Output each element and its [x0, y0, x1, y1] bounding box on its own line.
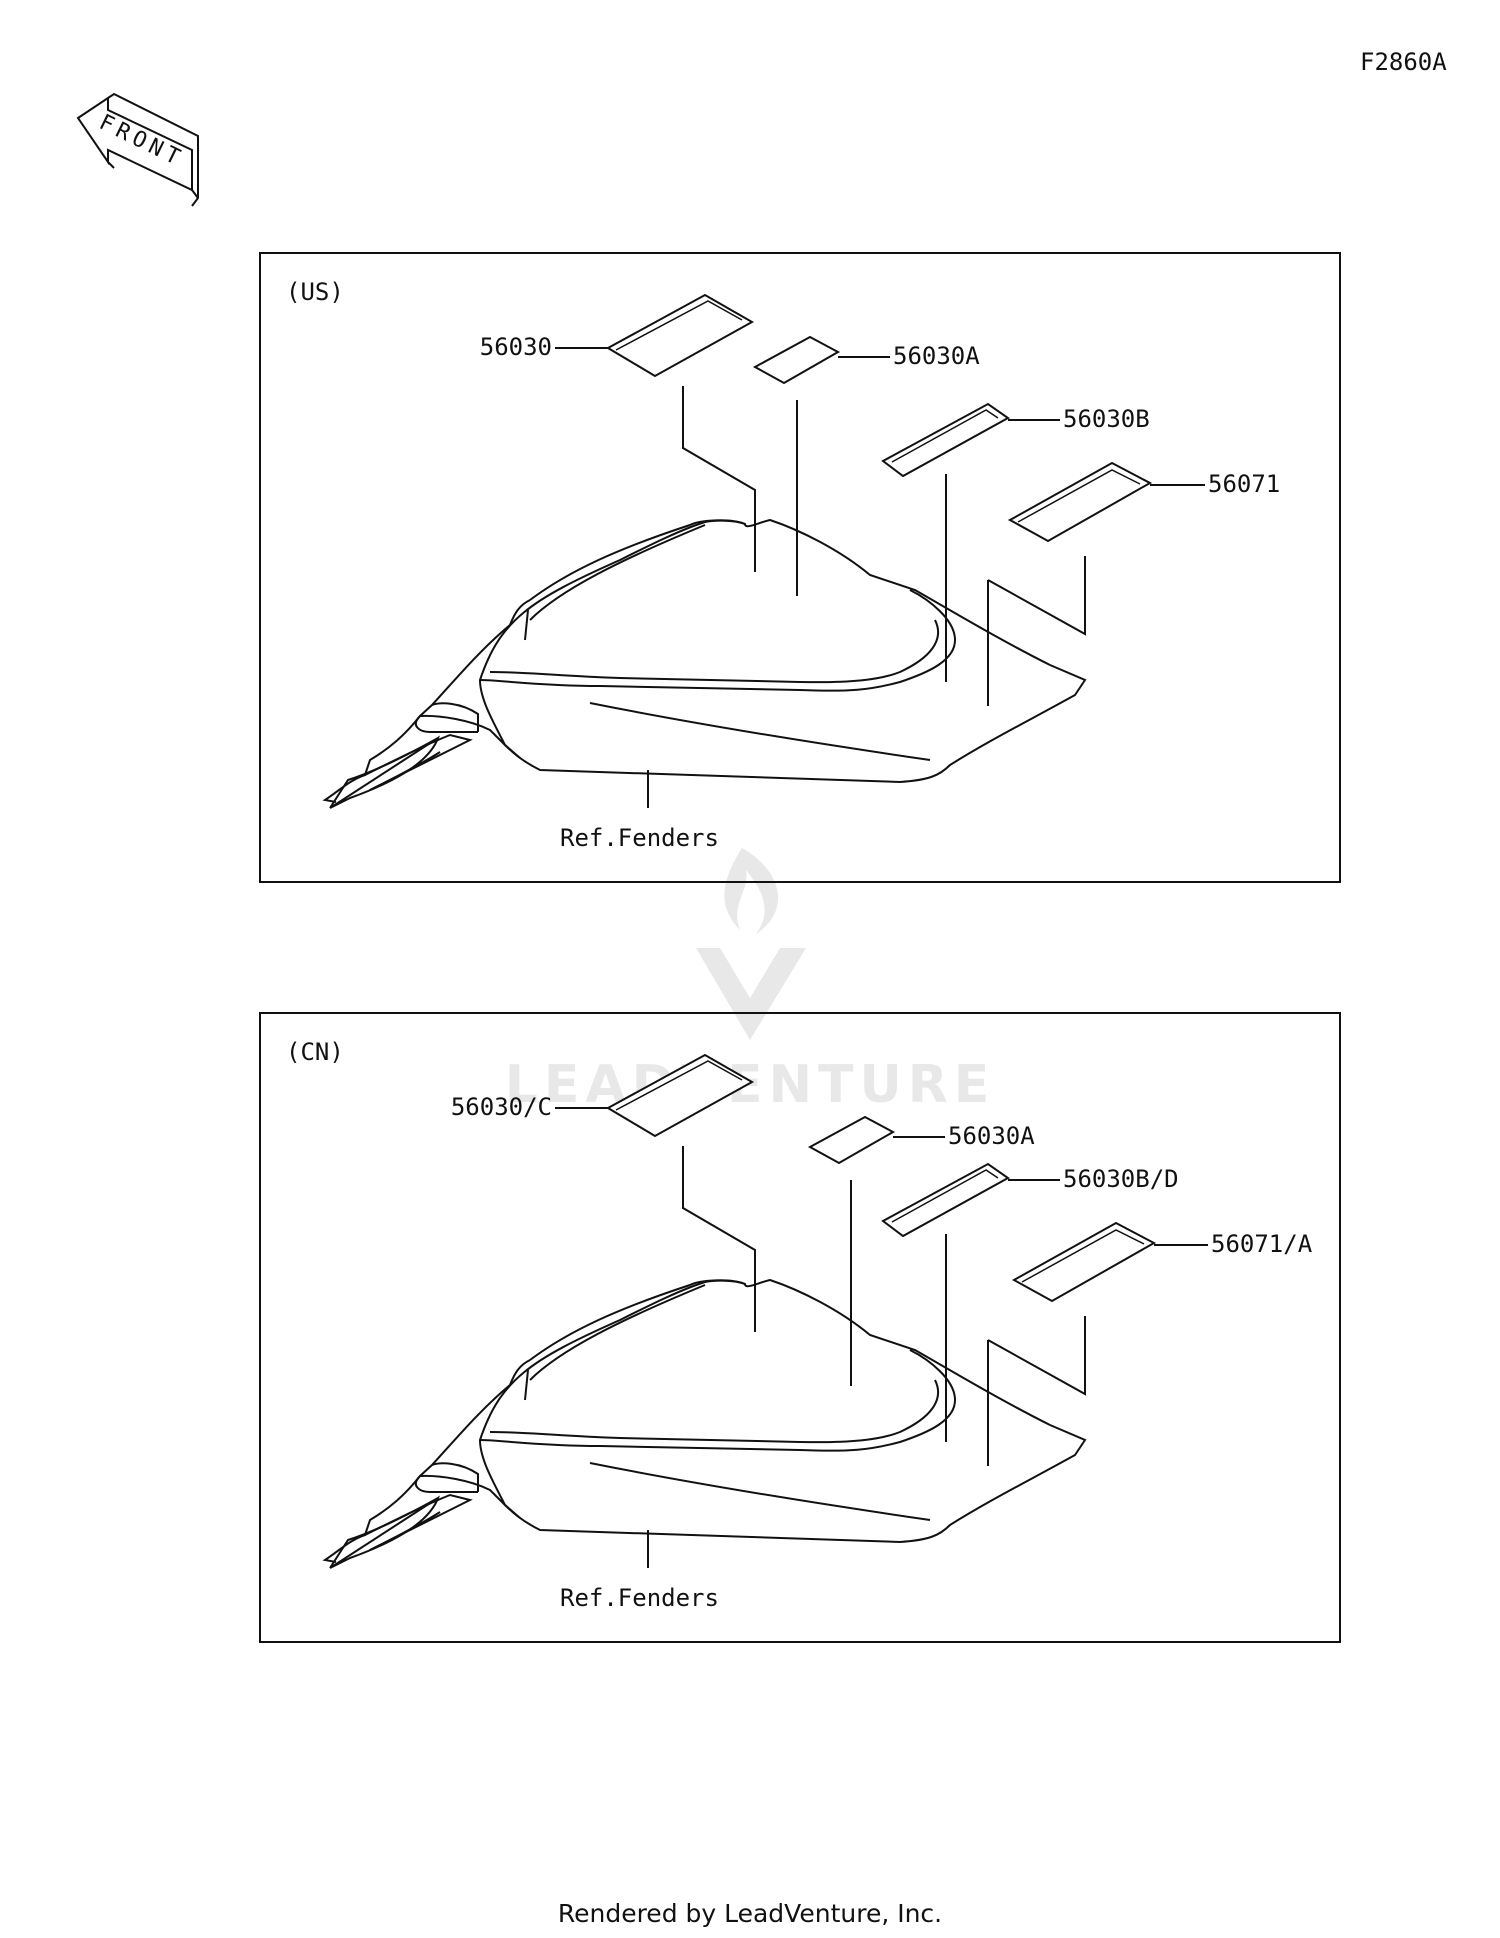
- watermark-text: LEADVENTURE: [505, 1055, 996, 1115]
- decal-56030a: [807, 1115, 896, 1165]
- panel-border: [259, 1012, 1341, 1643]
- watermark-logo: LEADVENTURE: [505, 848, 996, 1115]
- callout-56030b: 56030B: [1063, 405, 1150, 433]
- decal-56030b: [881, 402, 1010, 478]
- panel-region-label: (US): [286, 278, 344, 306]
- diagram-code: F2860A: [1360, 48, 1447, 76]
- seat-drawing: [322, 518, 1087, 809]
- callout-56071-a: 56071/A: [1211, 1230, 1313, 1258]
- front-arrow-icon: FRONT: [76, 92, 199, 207]
- decal-56030b-d: [881, 1162, 1010, 1238]
- panel-cn: (CN): [259, 1012, 1341, 1643]
- callout-56030: 56030: [480, 333, 552, 361]
- decal-56071-a: [1011, 1221, 1157, 1303]
- callout-56030a: 56030A: [948, 1122, 1035, 1150]
- callout-56030-c: 56030/C: [451, 1093, 552, 1121]
- panel-border: [259, 252, 1341, 883]
- callout-56030a: 56030A: [893, 342, 980, 370]
- panel-region-label: (CN): [286, 1038, 344, 1066]
- reference-label: Ref.Fenders: [560, 1584, 719, 1612]
- reference-label: Ref.Fenders: [560, 824, 719, 852]
- callout-56071: 56071: [1208, 470, 1280, 498]
- panel-us: (US): [259, 252, 1341, 883]
- callout-56030b-d: 56030B/D: [1063, 1165, 1179, 1193]
- decal-56030-c: [605, 1053, 755, 1138]
- seat-drawing: [322, 1278, 1087, 1569]
- decal-56071: [1007, 461, 1153, 543]
- decal-56030a: [752, 335, 841, 385]
- decal-56030: [605, 293, 755, 378]
- footer-credit: Rendered by LeadVenture, Inc.: [558, 1899, 942, 1928]
